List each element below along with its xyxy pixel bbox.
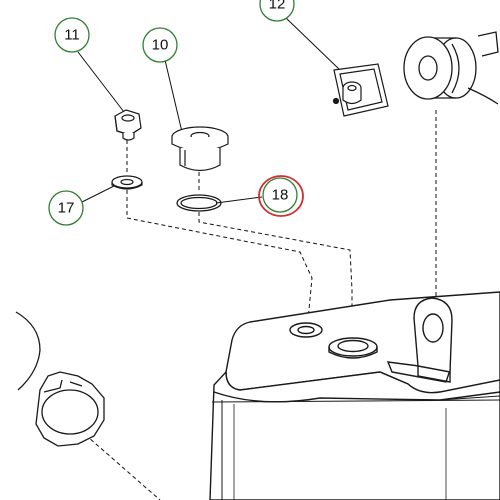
leader-line-12 [285, 17, 341, 71]
dash-line-left [79, 429, 161, 500]
callout-17-ring [48, 190, 84, 226]
callout-18-ring [262, 177, 298, 213]
part-10-bushing [171, 126, 229, 172]
callout-10-label: 10 [152, 37, 169, 54]
callout-18: 18 [258, 175, 304, 217]
callout-12: 12 [259, 0, 295, 22]
leader-line-18 [215, 196, 263, 204]
part-17-washer [111, 175, 143, 190]
callout-17-label: 17 [58, 200, 75, 217]
part-18-o-ring [176, 194, 222, 212]
callout-10: 10 [142, 27, 178, 63]
callout-11-ring [54, 17, 90, 53]
callout-18-highlight-ring [258, 175, 304, 217]
callout-10-ring [142, 27, 178, 63]
assembly-lines [77, 17, 437, 500]
callout-17: 17 [48, 190, 84, 226]
part-11-hex-bolt [114, 109, 142, 141]
tank-housing [209, 291, 500, 500]
dash-line-18 [198, 212, 353, 330]
callout-12-ring [259, 0, 295, 22]
callout-11: 11 [54, 17, 90, 53]
leader-line-11 [77, 51, 125, 113]
dash-line-17 [126, 190, 313, 321]
part-12-roller [403, 31, 499, 105]
callout-12-label: 12 [269, 0, 286, 13]
callout-11-label: 11 [64, 27, 80, 44]
callout-18-label: 18 [272, 187, 289, 204]
part-12-bracket [332, 63, 389, 117]
leader-line-10 [164, 59, 183, 133]
left-cap-knob [15, 311, 105, 447]
